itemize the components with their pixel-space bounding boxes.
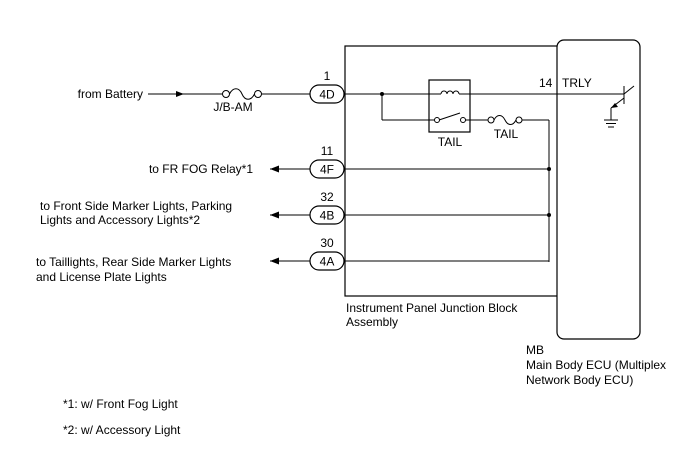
internal-wiring <box>344 92 624 262</box>
tail-relay-label: TAIL <box>438 135 463 149</box>
output-arrow-4f <box>270 165 310 173</box>
trly-pin-number: 14 <box>539 76 553 90</box>
ecu-label-line2: Main Body ECU (Multiplex <box>526 358 666 372</box>
taillights-label-line2: and License Plate Lights <box>36 270 167 284</box>
output-arrow-4a <box>270 257 310 265</box>
pin-4a-number: 30 <box>320 236 334 250</box>
jb-am-fuse-icon <box>222 88 262 100</box>
ecu-label-line3: Network Body ECU) <box>526 373 633 387</box>
ecu-box <box>556 39 641 340</box>
connector-4a-label: 4A <box>320 255 335 269</box>
pin-4b-number: 32 <box>320 190 334 204</box>
from-battery-label: from Battery <box>78 87 143 101</box>
ecu-label-line1: MB <box>526 343 544 357</box>
pin-4d-number: 1 <box>324 69 331 83</box>
footnote-1: *1: w/ Front Fog Light <box>63 397 178 411</box>
jb-am-fuse-label: J/B-AM <box>213 100 252 114</box>
connector-4d-label: 4D <box>319 88 335 102</box>
junction-block-label-line2: Assembly <box>346 315 398 329</box>
fr-fog-relay-label: to FR FOG Relay*1 <box>149 162 253 176</box>
ground-icon <box>604 119 618 128</box>
taillights-label-line1: to Taillights, Rear Side Marker Lights <box>36 255 231 269</box>
output-arrow-4b <box>270 211 310 219</box>
footnote-2: *2: w/ Accessory Light <box>63 423 181 437</box>
battery-input-wire <box>148 91 222 97</box>
tail-fuse-icon <box>487 115 523 125</box>
front-side-marker-label-line1: to Front Side Marker Lights, Parking <box>40 199 232 213</box>
connector-4b-label: 4B <box>320 209 335 223</box>
pin-4f-number: 11 <box>321 144 334 158</box>
tail-fuse-label: TAIL <box>494 127 519 141</box>
connector-4f-label: 4F <box>320 163 334 177</box>
tail-relay-icon <box>428 79 471 133</box>
transistor-icon <box>610 85 635 120</box>
junction-block-label-line1: Instrument Panel Junction Block <box>346 301 518 315</box>
front-side-marker-label-line2: Lights and Accessory Lights*2 <box>40 213 200 227</box>
trly-label: TRLY <box>562 76 592 90</box>
